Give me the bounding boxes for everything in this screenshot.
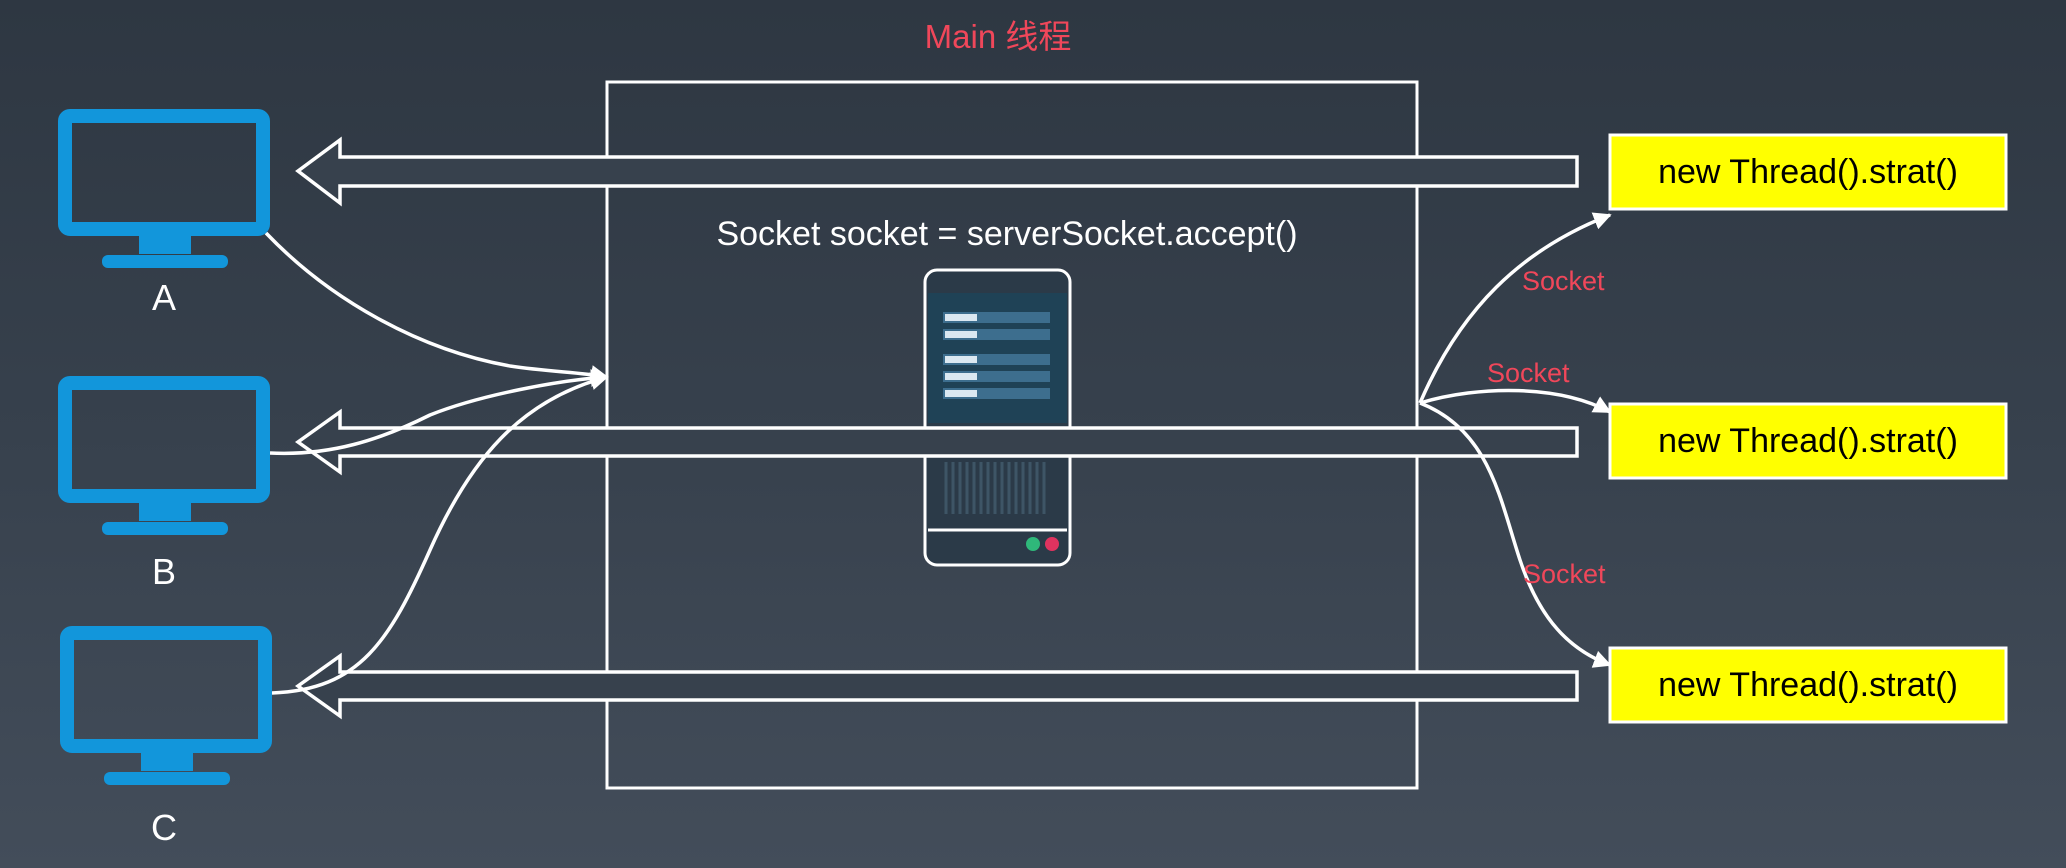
socket-label-3: Socket	[1523, 559, 1606, 589]
socket-arrow-1	[1418, 212, 1612, 404]
client-label-c: C	[151, 807, 177, 848]
socket-arrow-3	[1419, 401, 1612, 668]
monitor-icon	[58, 109, 270, 268]
connect-arrow-a	[264, 231, 609, 383]
connect-arrow-c	[271, 372, 609, 695]
monitor-icon	[58, 376, 270, 535]
socket-label-1: Socket	[1522, 266, 1605, 296]
monitor-icon	[60, 626, 272, 785]
client-b: B	[58, 376, 270, 592]
connect-arrow-b	[269, 369, 609, 456]
server-icon	[923, 268, 1072, 567]
socket-label-2: Socket	[1487, 358, 1570, 388]
response-arrow-a	[295, 136, 1579, 207]
thread-box-2: new Thread().strat()	[1608, 402, 2008, 480]
thread-label-2: new Thread().strat()	[1658, 422, 1958, 460]
client-c: C	[60, 626, 272, 848]
client-label-b: B	[152, 551, 176, 592]
accept-code-text: Socket socket = serverSocket.accept()	[716, 215, 1297, 253]
thread-box-3: new Thread().strat()	[1608, 646, 2008, 724]
thread-label-1: new Thread().strat()	[1658, 153, 1958, 191]
response-arrow-c	[294, 652, 1579, 720]
socket-arrow-2	[1419, 388, 1612, 414]
main-thread-title: Main 线程	[925, 18, 1072, 55]
client-label-a: A	[152, 277, 176, 318]
client-a: A	[58, 109, 270, 318]
response-arrow-b	[294, 408, 1579, 476]
thread-box-1: new Thread().strat()	[1608, 133, 2008, 211]
thread-label-3: new Thread().strat()	[1658, 666, 1958, 704]
